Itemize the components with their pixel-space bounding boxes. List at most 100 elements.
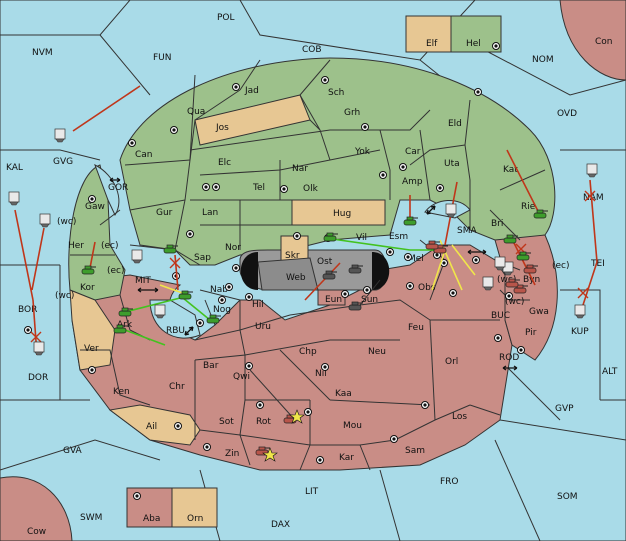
label-sot[interactable]: Sot xyxy=(219,417,234,427)
island-orn[interactable] xyxy=(171,487,218,528)
fleet-unit-icon[interactable] xyxy=(586,163,598,178)
army-unit-icon[interactable] xyxy=(403,216,418,226)
fleet-unit-icon[interactable] xyxy=(482,276,494,291)
label-her[interactable]: Her xyxy=(68,241,84,251)
label-feu[interactable]: Feu xyxy=(408,323,424,333)
army-unit-icon[interactable] xyxy=(323,232,338,242)
sea-nvm[interactable]: NVM xyxy=(32,48,53,58)
fleet-unit-icon[interactable] xyxy=(494,256,506,271)
sea-lit[interactable]: LIT xyxy=(305,487,319,497)
label-bar[interactable]: Bar xyxy=(203,361,219,371)
sea-pol[interactable]: POL xyxy=(217,13,235,23)
sea-nom[interactable]: NOM xyxy=(532,55,554,65)
fleet-unit-icon[interactable] xyxy=(39,213,51,228)
label-car[interactable]: Car xyxy=(405,147,421,157)
label-chr[interactable]: Chr xyxy=(169,382,185,392)
army-unit-icon[interactable] xyxy=(533,209,548,219)
label-rot[interactable]: Rot xyxy=(256,417,271,427)
label-yok[interactable]: Yok xyxy=(354,147,371,157)
label-gur[interactable]: Gur xyxy=(156,208,173,218)
label-bri[interactable]: Bri xyxy=(491,219,503,229)
label-olk[interactable]: Olk xyxy=(303,184,319,194)
label-nar[interactable]: Nar xyxy=(292,164,308,174)
army-unit-icon[interactable] xyxy=(118,307,133,317)
sea-kup[interactable]: KUP xyxy=(571,327,589,337)
sea-gor[interactable]: GOR xyxy=(108,183,128,193)
label-mou[interactable]: Mou xyxy=(343,421,362,431)
label-orl[interactable]: Orl xyxy=(445,357,458,367)
fleet-unit-icon[interactable] xyxy=(154,304,166,319)
label-elc[interactable]: Elc xyxy=(218,158,231,168)
label-kor[interactable]: Kor xyxy=(80,283,95,293)
label-eun[interactable]: Eun xyxy=(325,295,342,305)
sea-gvg[interactable]: GVG xyxy=(53,157,73,167)
sea-dor[interactable]: DOR xyxy=(28,373,48,383)
fleet-unit-icon[interactable] xyxy=(131,249,143,264)
label-tel[interactable]: Tel xyxy=(252,183,265,193)
sea-fun[interactable]: FUN xyxy=(153,53,172,63)
sea-swm[interactable]: SWM xyxy=(80,513,102,523)
label-jos[interactable]: Jos xyxy=(215,123,229,133)
army-unit-icon[interactable] xyxy=(503,234,518,244)
fleet-unit-icon[interactable] xyxy=(445,203,457,218)
army-unit-icon[interactable] xyxy=(322,270,337,280)
fleet-unit-icon[interactable] xyxy=(33,341,45,356)
sea-dax[interactable]: DAX xyxy=(271,520,290,530)
label-qwi[interactable]: Qwi xyxy=(233,372,250,382)
label-vil[interactable]: Vil xyxy=(356,233,367,243)
sea-gvp[interactable]: GVP xyxy=(555,404,574,414)
army-unit-icon[interactable] xyxy=(81,265,96,275)
label-grh[interactable]: Grh xyxy=(344,108,360,118)
label-nab[interactable]: Nab xyxy=(210,285,228,295)
label-pir[interactable]: Pir xyxy=(525,328,537,338)
label-kat[interactable]: Kat xyxy=(503,165,518,175)
label-neu[interactable]: Neu xyxy=(368,347,386,357)
province-hug[interactable] xyxy=(291,199,386,226)
sea-kal[interactable]: KAL xyxy=(6,163,23,173)
label-web[interactable]: Web xyxy=(286,273,306,283)
army-unit-icon[interactable] xyxy=(425,240,440,250)
sea-alt[interactable]: ALT xyxy=(602,367,618,377)
sea-mit[interactable]: MIT xyxy=(135,276,151,286)
label-los[interactable]: Los xyxy=(452,412,467,422)
sea-tei[interactable]: TEI xyxy=(590,259,605,269)
sea-gva[interactable]: GVA xyxy=(63,446,83,456)
label-nor[interactable]: Nor xyxy=(225,243,241,253)
label-ken[interactable]: Ken xyxy=(113,387,130,397)
army-unit-icon[interactable] xyxy=(505,278,520,288)
sea-rod[interactable]: ROD xyxy=(499,353,519,363)
sea-ovd[interactable]: OVD xyxy=(557,109,577,119)
army-unit-icon[interactable] xyxy=(163,244,178,254)
label-qua[interactable]: Qua xyxy=(187,107,205,117)
army-unit-icon[interactable] xyxy=(348,301,363,311)
army-unit-icon[interactable] xyxy=(348,264,363,274)
sea-rbu[interactable]: RBU xyxy=(166,326,185,336)
label-lan[interactable]: Lan xyxy=(202,208,218,218)
label-ail[interactable]: Ail xyxy=(146,422,157,432)
sea-buc[interactable]: BUC xyxy=(491,311,510,321)
fleet-unit-icon[interactable] xyxy=(574,304,586,319)
army-unit-icon[interactable] xyxy=(113,324,128,334)
label-gaw[interactable]: Gaw xyxy=(85,202,105,212)
label-ark[interactable]: Ark xyxy=(117,320,133,330)
label-eld[interactable]: Eld xyxy=(448,119,462,129)
sea-bor[interactable]: BOR xyxy=(18,305,37,315)
island-elf[interactable] xyxy=(405,15,452,53)
army-unit-icon[interactable] xyxy=(178,290,193,300)
label-jad[interactable]: Jad xyxy=(244,86,259,96)
label-sun[interactable]: Sun xyxy=(361,295,378,305)
label-hil[interactable]: Hil xyxy=(252,300,264,310)
label-esm[interactable]: Esm xyxy=(389,232,408,242)
sea-sma[interactable]: SMA xyxy=(457,226,477,236)
label-zin[interactable]: Zin xyxy=(225,449,239,459)
label-nil[interactable]: Nil xyxy=(315,369,327,379)
label-kar[interactable]: Kar xyxy=(339,453,354,463)
sea-cob[interactable]: COB xyxy=(302,45,322,55)
label-skr[interactable]: Skr xyxy=(285,251,300,261)
label-ost[interactable]: Ost xyxy=(317,257,333,267)
army-unit-icon[interactable] xyxy=(523,264,538,274)
label-can[interactable]: Can xyxy=(135,150,153,160)
army-unit-icon[interactable] xyxy=(433,244,448,254)
army-unit-icon[interactable] xyxy=(516,251,531,261)
label-hug[interactable]: Hug xyxy=(333,209,351,219)
